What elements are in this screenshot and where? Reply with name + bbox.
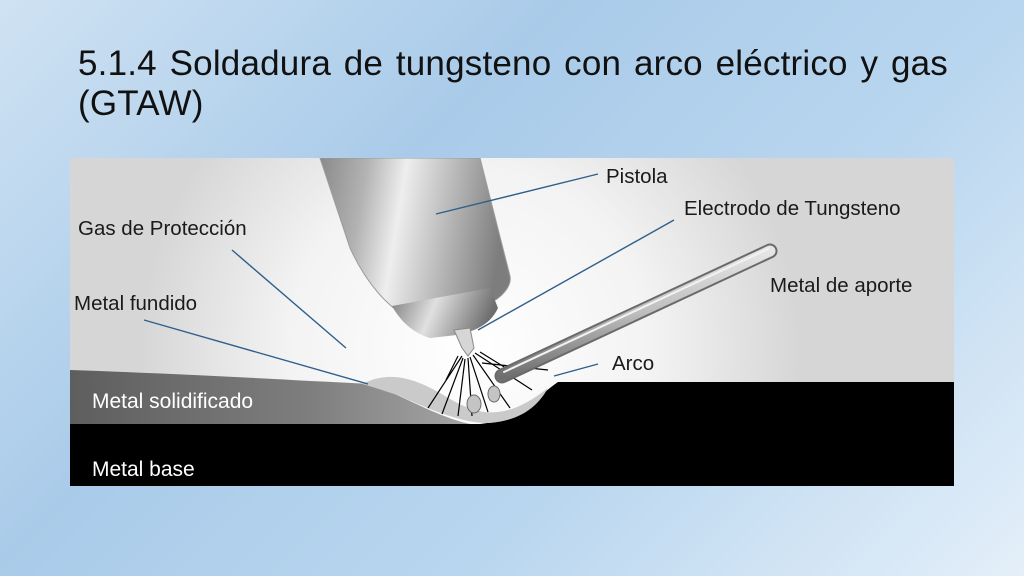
slide-title: 5.1.4 Soldadura de tungsteno con arco el… [78, 44, 948, 123]
label-metal-fundido: Metal fundido [74, 292, 197, 315]
label-metal-aporte: Metal de aporte [770, 274, 912, 297]
torch-nozzle [392, 288, 498, 338]
gtaw-diagram-svg: Pistola Electrodo de Tungsteno Gas de Pr… [70, 158, 954, 486]
label-metal-base: Metal base [92, 458, 195, 481]
base-metal [70, 382, 954, 486]
label-metal-solidificado: Metal solidificado [92, 390, 253, 413]
filler-rod [494, 243, 778, 384]
gtaw-diagram: Pistola Electrodo de Tungsteno Gas de Pr… [70, 158, 954, 486]
droplet [466, 394, 482, 414]
label-pistola: Pistola [606, 165, 668, 188]
leader-arco [553, 363, 599, 377]
label-arco: Arco [612, 352, 654, 375]
leader-pistola [435, 173, 599, 215]
leader-gas [231, 249, 347, 349]
leader-metal-fundido [143, 319, 369, 385]
tungsten-electrode [453, 327, 475, 357]
solidified-metal [70, 370, 470, 424]
droplet [487, 385, 501, 403]
leader-electrodo [477, 219, 675, 331]
leader-lines [143, 173, 675, 385]
molten-metal [362, 376, 548, 424]
label-gas-proteccion: Gas de Protección [78, 217, 247, 240]
label-electrodo: Electrodo de Tungsteno [684, 197, 901, 220]
